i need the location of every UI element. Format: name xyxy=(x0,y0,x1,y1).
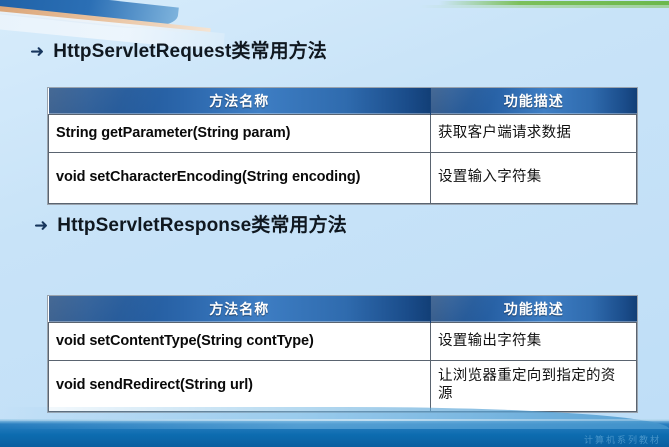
cell-method-description: 获取客户端请求数据 xyxy=(430,114,637,153)
table-row: void setCharacterEncoding(String encodin… xyxy=(48,152,637,204)
arrow-bullet-icon: ➜ xyxy=(30,42,45,62)
column-header-method-name: 方法名称 xyxy=(48,296,431,323)
arrow-bullet-icon: ➜ xyxy=(34,216,49,236)
cell-method-name: void setCharacterEncoding(String encodin… xyxy=(48,152,431,204)
table-httpservletresponse-methods: 方法名称 功能描述 void setContentType(String con… xyxy=(48,296,637,412)
table-row: String getParameter(String param) 获取客户端请… xyxy=(48,114,637,153)
cell-method-description: 设置输入字符集 xyxy=(430,152,637,204)
table-header-row: 方法名称 功能描述 xyxy=(48,296,637,323)
cell-method-description: 让浏览器重定向到指定的资源 xyxy=(430,360,637,412)
footer-watermark: 计算机系列教材 xyxy=(583,436,661,446)
table-row: void sendRedirect(String url) 让浏览器重定向到指定… xyxy=(48,360,637,412)
column-header-method-name: 方法名称 xyxy=(48,88,431,115)
table-row: void setContentType(String contType) 设置输… xyxy=(48,322,637,361)
cell-method-name: void setContentType(String contType) xyxy=(48,322,431,361)
footer-highlight-line xyxy=(0,419,669,421)
heading-httpservletrequest: ➜ HttpServletRequest类常用方法 xyxy=(30,36,327,63)
cell-method-name: String getParameter(String param) xyxy=(48,114,431,153)
footer-swoosh xyxy=(0,407,669,429)
column-header-label: 方法名称 xyxy=(209,301,270,317)
column-header-label: 功能描述 xyxy=(503,301,564,317)
heading-label: HttpServletRequest类常用方法 xyxy=(53,41,327,62)
table-header-row: 方法名称 功能描述 xyxy=(48,88,637,115)
column-header-description: 功能描述 xyxy=(430,88,637,115)
column-header-label: 功能描述 xyxy=(503,93,564,109)
column-header-label: 方法名称 xyxy=(209,93,270,109)
table-httpservletrequest-methods: 方法名称 功能描述 String getParameter(String par… xyxy=(48,88,637,204)
column-header-description: 功能描述 xyxy=(430,296,637,323)
top-right-green-line xyxy=(439,1,669,5)
heading-httpservletresponse: ➜ HttpServletResponse类常用方法 xyxy=(34,210,347,237)
cell-method-description: 设置输出字符集 xyxy=(430,322,637,361)
heading-label: HttpServletResponse类常用方法 xyxy=(57,215,347,236)
top-right-green-line-soft xyxy=(419,5,669,8)
cell-method-name: void sendRedirect(String url) xyxy=(48,360,431,412)
